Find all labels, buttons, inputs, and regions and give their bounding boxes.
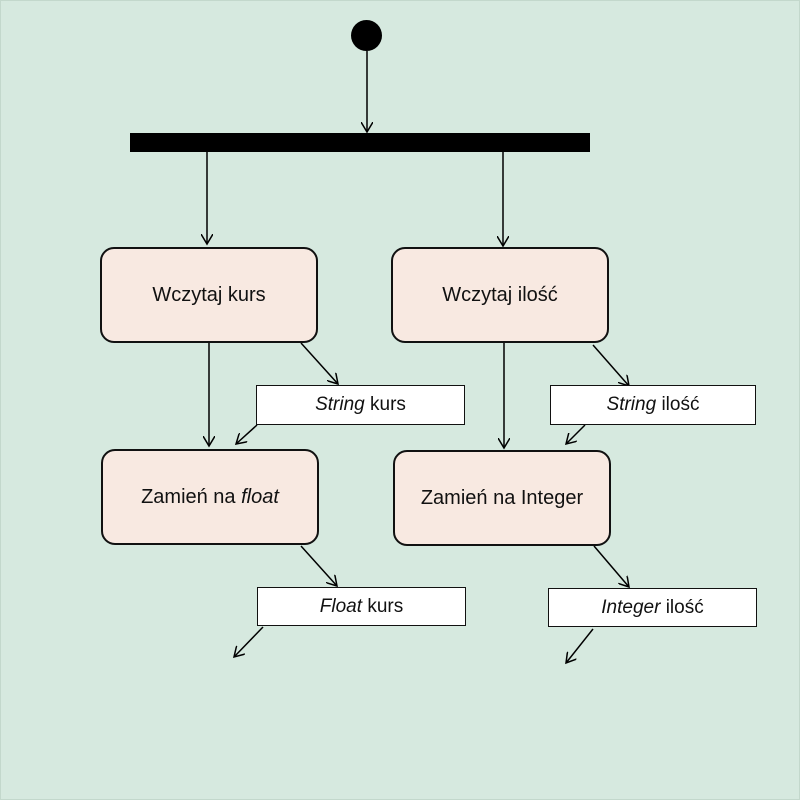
- action-label: Wczytaj ilość: [442, 283, 558, 306]
- object-type: String: [315, 394, 365, 415]
- object-name: kurs: [367, 595, 404, 617]
- action-wczytaj-kurs: Wczytaj kurs: [100, 247, 318, 343]
- object-type: String: [606, 394, 657, 415]
- object-name: ilość: [665, 596, 704, 618]
- fork-bar: [130, 133, 590, 152]
- object-string-kurs: String kurs: [256, 385, 465, 425]
- edge-zamien-integer-to-integer-ilosc: [593, 545, 629, 587]
- action-zamien-na-float: Zamień na float: [101, 449, 319, 545]
- action-label-emphasis: float: [241, 485, 279, 508]
- action-zamien-na-integer: Zamień na Integer: [393, 450, 611, 546]
- edge-integer-ilosc-out: [566, 628, 594, 663]
- edge-wczytaj-kurs-to-string-kurs: [300, 342, 338, 384]
- object-integer-ilosc: Integer ilość: [548, 588, 757, 627]
- action-wczytaj-ilosc: Wczytaj ilość: [391, 247, 609, 343]
- object-float-kurs: Float kurs: [257, 587, 466, 626]
- action-label: Wczytaj kurs: [152, 283, 266, 306]
- object-type: Float: [319, 595, 363, 617]
- action-label: Zamień na Integer: [420, 486, 584, 509]
- object-name: ilość: [661, 394, 700, 415]
- object-type: Integer: [601, 596, 661, 618]
- edge-string-kurs-to-zamien-float: [236, 424, 258, 444]
- object-name: kurs: [370, 394, 406, 415]
- action-label-prefix: Zamień na: [141, 485, 242, 508]
- object-string-ilosc: String ilość: [550, 385, 756, 425]
- initial-node: [351, 20, 382, 51]
- edge-float-kurs-out: [234, 626, 264, 657]
- edge-wczytaj-ilosc-to-string-ilosc: [592, 344, 629, 386]
- edge-zamien-float-to-float-kurs: [300, 545, 337, 586]
- edge-string-ilosc-to-zamien-integer: [566, 424, 586, 444]
